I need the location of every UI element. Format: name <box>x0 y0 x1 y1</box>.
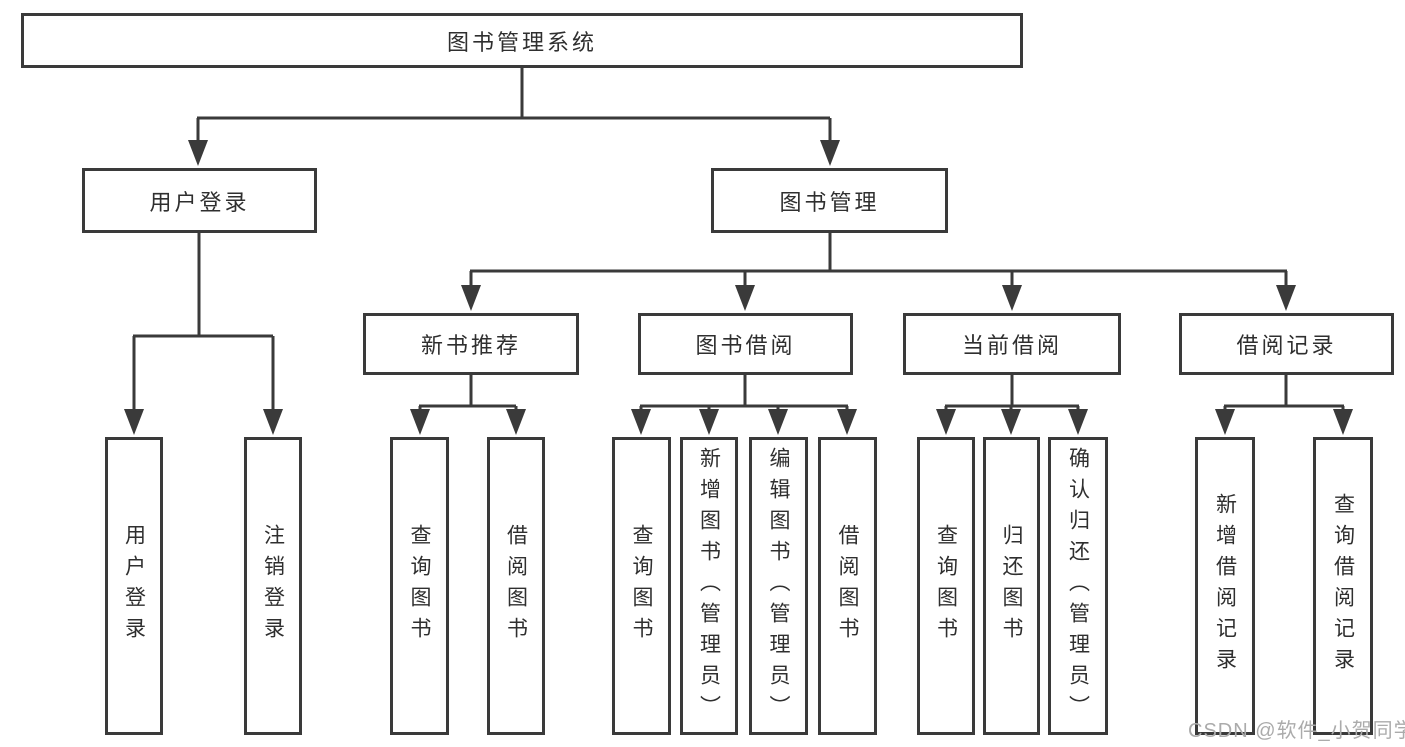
leaf-query-borrow-record: 查询借阅记录 <box>1313 437 1373 735</box>
node-new-book-recommend: 新书推荐 <box>363 313 579 375</box>
leaf-label: 查询图书 <box>408 524 431 648</box>
leaf-add-borrow-record: 新增借阅记录 <box>1195 437 1255 735</box>
leaf-label: 查询图书 <box>934 524 958 648</box>
leaf-recommend-query-books: 查询图书 <box>390 437 449 735</box>
node-label: 新书推荐 <box>420 333 521 358</box>
node-label: 图书借阅 <box>695 333 796 358</box>
leaf-label: 确认归还（管理员） <box>1066 446 1090 726</box>
csdn-watermark: CSDN @软件_小贺同学 <box>1188 720 1405 742</box>
node-label: 当前借阅 <box>961 333 1062 358</box>
arrowheads <box>124 140 1353 435</box>
leaf-label: 借阅图书 <box>836 524 859 648</box>
leaf-label: 用户登录 <box>122 524 146 648</box>
leaf-label: 注销登录 <box>261 524 285 648</box>
leaf-label: 查询借阅记录 <box>1331 493 1355 679</box>
node-label: 图书管理 <box>779 189 880 215</box>
leaf-label: 查询图书 <box>630 524 653 648</box>
leaf-label: 新增图书（管理员） <box>697 446 721 726</box>
node-current-borrow: 当前借阅 <box>903 313 1121 375</box>
leaf-label: 编辑图书（管理员） <box>767 446 790 726</box>
leaf-logout: 注销登录 <box>244 437 302 735</box>
leaf-label: 归还图书 <box>1000 524 1023 648</box>
leaf-add-books-admin: 新增图书（管理员） <box>680 437 738 735</box>
node-label: 用户登录 <box>149 189 250 215</box>
node-user-login: 用户登录 <box>82 168 317 233</box>
node-label: 图书管理系统 <box>446 29 597 55</box>
node-book-borrow: 图书借阅 <box>638 313 853 375</box>
node-borrow-records: 借阅记录 <box>1179 313 1394 375</box>
node-library-management-system: 图书管理系统 <box>21 13 1023 68</box>
leaf-label: 新增借阅记录 <box>1213 493 1237 679</box>
leaf-borrow-query-books: 查询图书 <box>612 437 671 735</box>
leaf-confirm-return-admin: 确认归还（管理员） <box>1048 437 1108 735</box>
leaf-current-query-books: 查询图书 <box>917 437 975 735</box>
leaf-edit-books-admin: 编辑图书（管理员） <box>749 437 808 735</box>
node-label: 借阅记录 <box>1236 333 1337 358</box>
leaf-recommend-borrow-books: 借阅图书 <box>487 437 545 735</box>
leaf-borrow-borrow-books: 借阅图书 <box>818 437 877 735</box>
leaf-user-login: 用户登录 <box>105 437 163 735</box>
node-book-management: 图书管理 <box>711 168 948 233</box>
leaf-label: 借阅图书 <box>504 524 528 648</box>
leaf-return-books: 归还图书 <box>983 437 1040 735</box>
